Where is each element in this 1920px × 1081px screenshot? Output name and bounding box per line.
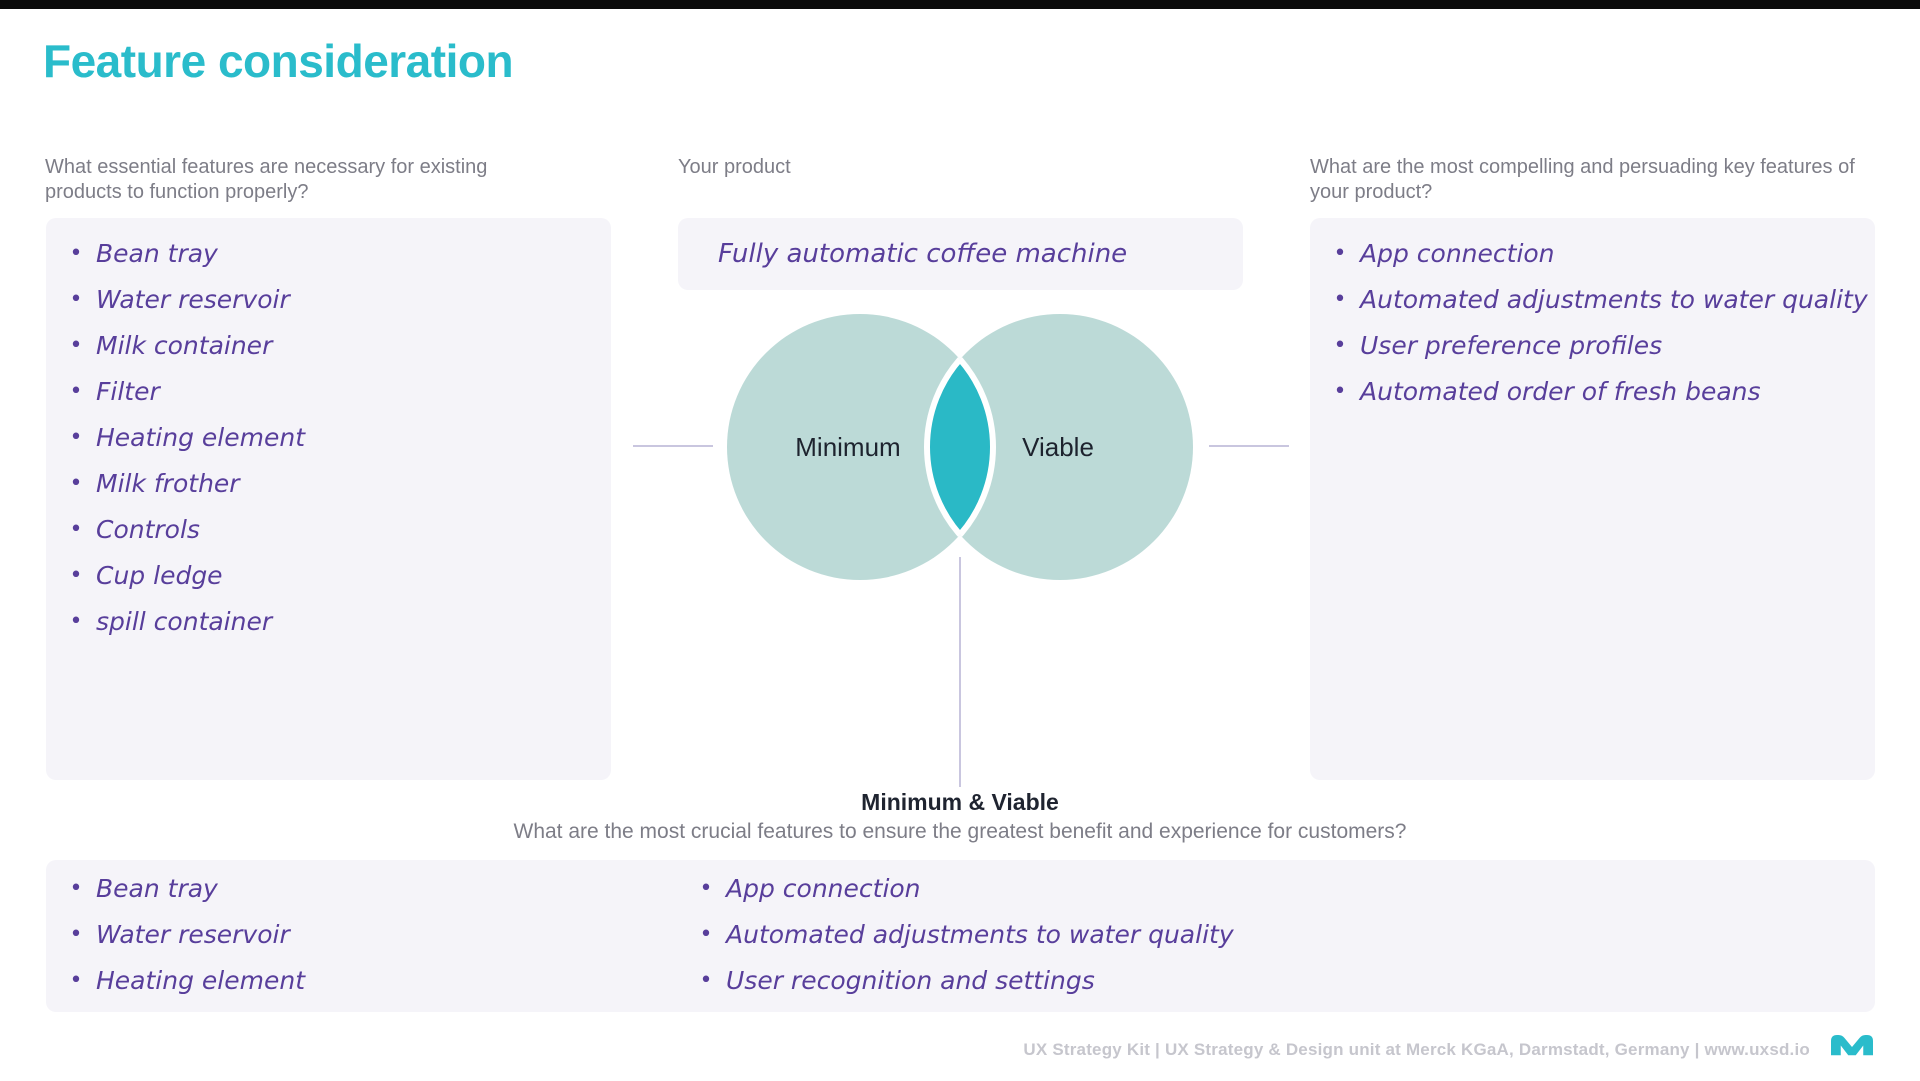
- bullet-icon: •: [69, 516, 83, 542]
- list-item: • Automated order of fresh beans: [1332, 368, 1865, 414]
- bullet-icon: •: [69, 608, 83, 634]
- list-item-text: App connection: [1360, 238, 1555, 268]
- bullet-icon: •: [69, 875, 83, 901]
- left-panel-question: What essential features are necessary fo…: [45, 156, 488, 203]
- list-item-text: App connection: [726, 873, 921, 903]
- list-item: • App connection: [1332, 230, 1865, 276]
- bullet-icon: •: [699, 875, 713, 901]
- list-item-text: User recognition and settings: [726, 965, 1095, 995]
- list-item: • Heating element: [68, 414, 601, 460]
- list-item-text: Heating element: [96, 422, 305, 452]
- venn-intersection-rim: [927, 314, 996, 580]
- bullet-icon: •: [69, 967, 83, 993]
- list-item-text: Filter: [96, 376, 160, 406]
- list-item: • Water reservoir: [68, 911, 305, 957]
- merck-m-logo: [1831, 1035, 1873, 1056]
- list-item-text: Automated adjustments to water quality: [1360, 284, 1868, 314]
- list-item: • Bean tray: [68, 865, 305, 911]
- bullet-icon: •: [69, 378, 83, 404]
- list-item: • Heating element: [68, 957, 306, 1003]
- list-item: • Filter: [68, 368, 601, 414]
- list-item: • User recognition and settings: [698, 957, 1234, 1003]
- product-value-text: Fully automatic coffee machine: [718, 239, 1128, 269]
- list-item: • Milk container: [68, 322, 601, 368]
- list-item-text: Cup ledge: [96, 560, 223, 590]
- list-item-text: Bean tray: [96, 873, 218, 903]
- bullet-icon: •: [69, 332, 83, 358]
- list-item: • Cup ledge: [68, 552, 601, 598]
- list-item-text: spill container: [96, 606, 273, 636]
- merck-m-shape: [1831, 1035, 1873, 1056]
- list-item-text: Water reservoir: [96, 919, 290, 949]
- list-item-text: Automated adjustments to water quality: [726, 919, 1234, 949]
- bullet-icon: •: [69, 470, 83, 496]
- footer-credits: UX Strategy Kit | UX Strategy & Design u…: [1023, 1040, 1810, 1059]
- viable-circle-label: Viable: [1022, 432, 1094, 462]
- bullet-icon: •: [699, 967, 713, 993]
- intersection-title: Minimum & Viable: [861, 789, 1059, 815]
- product-input-box[interactable]: Fully automatic coffee machine: [678, 218, 1243, 290]
- bullet-icon: •: [69, 240, 83, 266]
- crucial-features-list-1: • Bean tray • Water reservoir • Heating eleme…: [46, 860, 315, 1003]
- list-item: • Controls: [68, 506, 601, 552]
- list-item-text: Milk frother: [96, 468, 240, 498]
- list-item-text: Heating element: [96, 965, 305, 995]
- bullet-icon: •: [1333, 378, 1347, 404]
- intersection-question: What are the most crucial features to en…: [513, 820, 1407, 843]
- bullet-icon: •: [69, 424, 83, 450]
- list-item: • Milk frother: [68, 460, 601, 506]
- bullet-icon: •: [699, 921, 713, 947]
- compelling-features-panel[interactable]: • App connection • Automated adjustments to…: [1310, 218, 1875, 780]
- essential-features-list: • Bean tray • Water reservoir • Milk containe…: [46, 218, 611, 644]
- compelling-features-list: • App connection • Automated adjustments to…: [1310, 218, 1875, 414]
- list-item-text: Water reservoir: [96, 284, 290, 314]
- product-label: Your product: [678, 156, 791, 178]
- essential-features-panel[interactable]: • Bean tray • Water reservoir • Milk containe…: [46, 218, 611, 780]
- bullet-icon: •: [69, 562, 83, 588]
- list-item: • Automated adjustments to water quality: [1332, 276, 1868, 322]
- window-top-border: [0, 0, 1920, 9]
- list-item-text: Automated order of fresh beans: [1360, 376, 1761, 406]
- list-item: • Automated adjustments to water quality: [698, 911, 1234, 957]
- list-item-text: Milk container: [96, 330, 273, 360]
- list-item: • User preference profiles: [1332, 322, 1865, 368]
- bullet-icon: •: [1333, 286, 1347, 312]
- bullet-icon: •: [69, 286, 83, 312]
- crucial-features-panel[interactable]: • Bean tray • Water reservoir • Heating eleme…: [46, 860, 1875, 1012]
- list-item: • App connection: [698, 865, 1234, 911]
- right-panel-question: What are the most compelling and persuad…: [1310, 156, 1855, 203]
- page-title: Feature consideration: [43, 35, 514, 87]
- list-item-text: Bean tray: [96, 238, 218, 268]
- minimum-circle-label: Minimum: [795, 432, 900, 462]
- list-item: • Bean tray: [68, 230, 601, 276]
- crucial-features-list-2: • App connection • Automated adjustments to…: [676, 860, 1244, 1003]
- venn-intersection[interactable]: [924, 314, 1193, 580]
- list-item: • spill container: [68, 598, 601, 644]
- bullet-icon: •: [1333, 240, 1347, 266]
- minimum-circle[interactable]: [727, 314, 993, 580]
- list-item: • Water reservoir: [68, 276, 601, 322]
- viable-circle[interactable]: [927, 314, 1193, 580]
- list-item-text: Controls: [96, 514, 200, 544]
- bullet-icon: •: [69, 921, 83, 947]
- bullet-icon: •: [1333, 332, 1347, 358]
- list-item-text: User preference profiles: [1360, 330, 1663, 360]
